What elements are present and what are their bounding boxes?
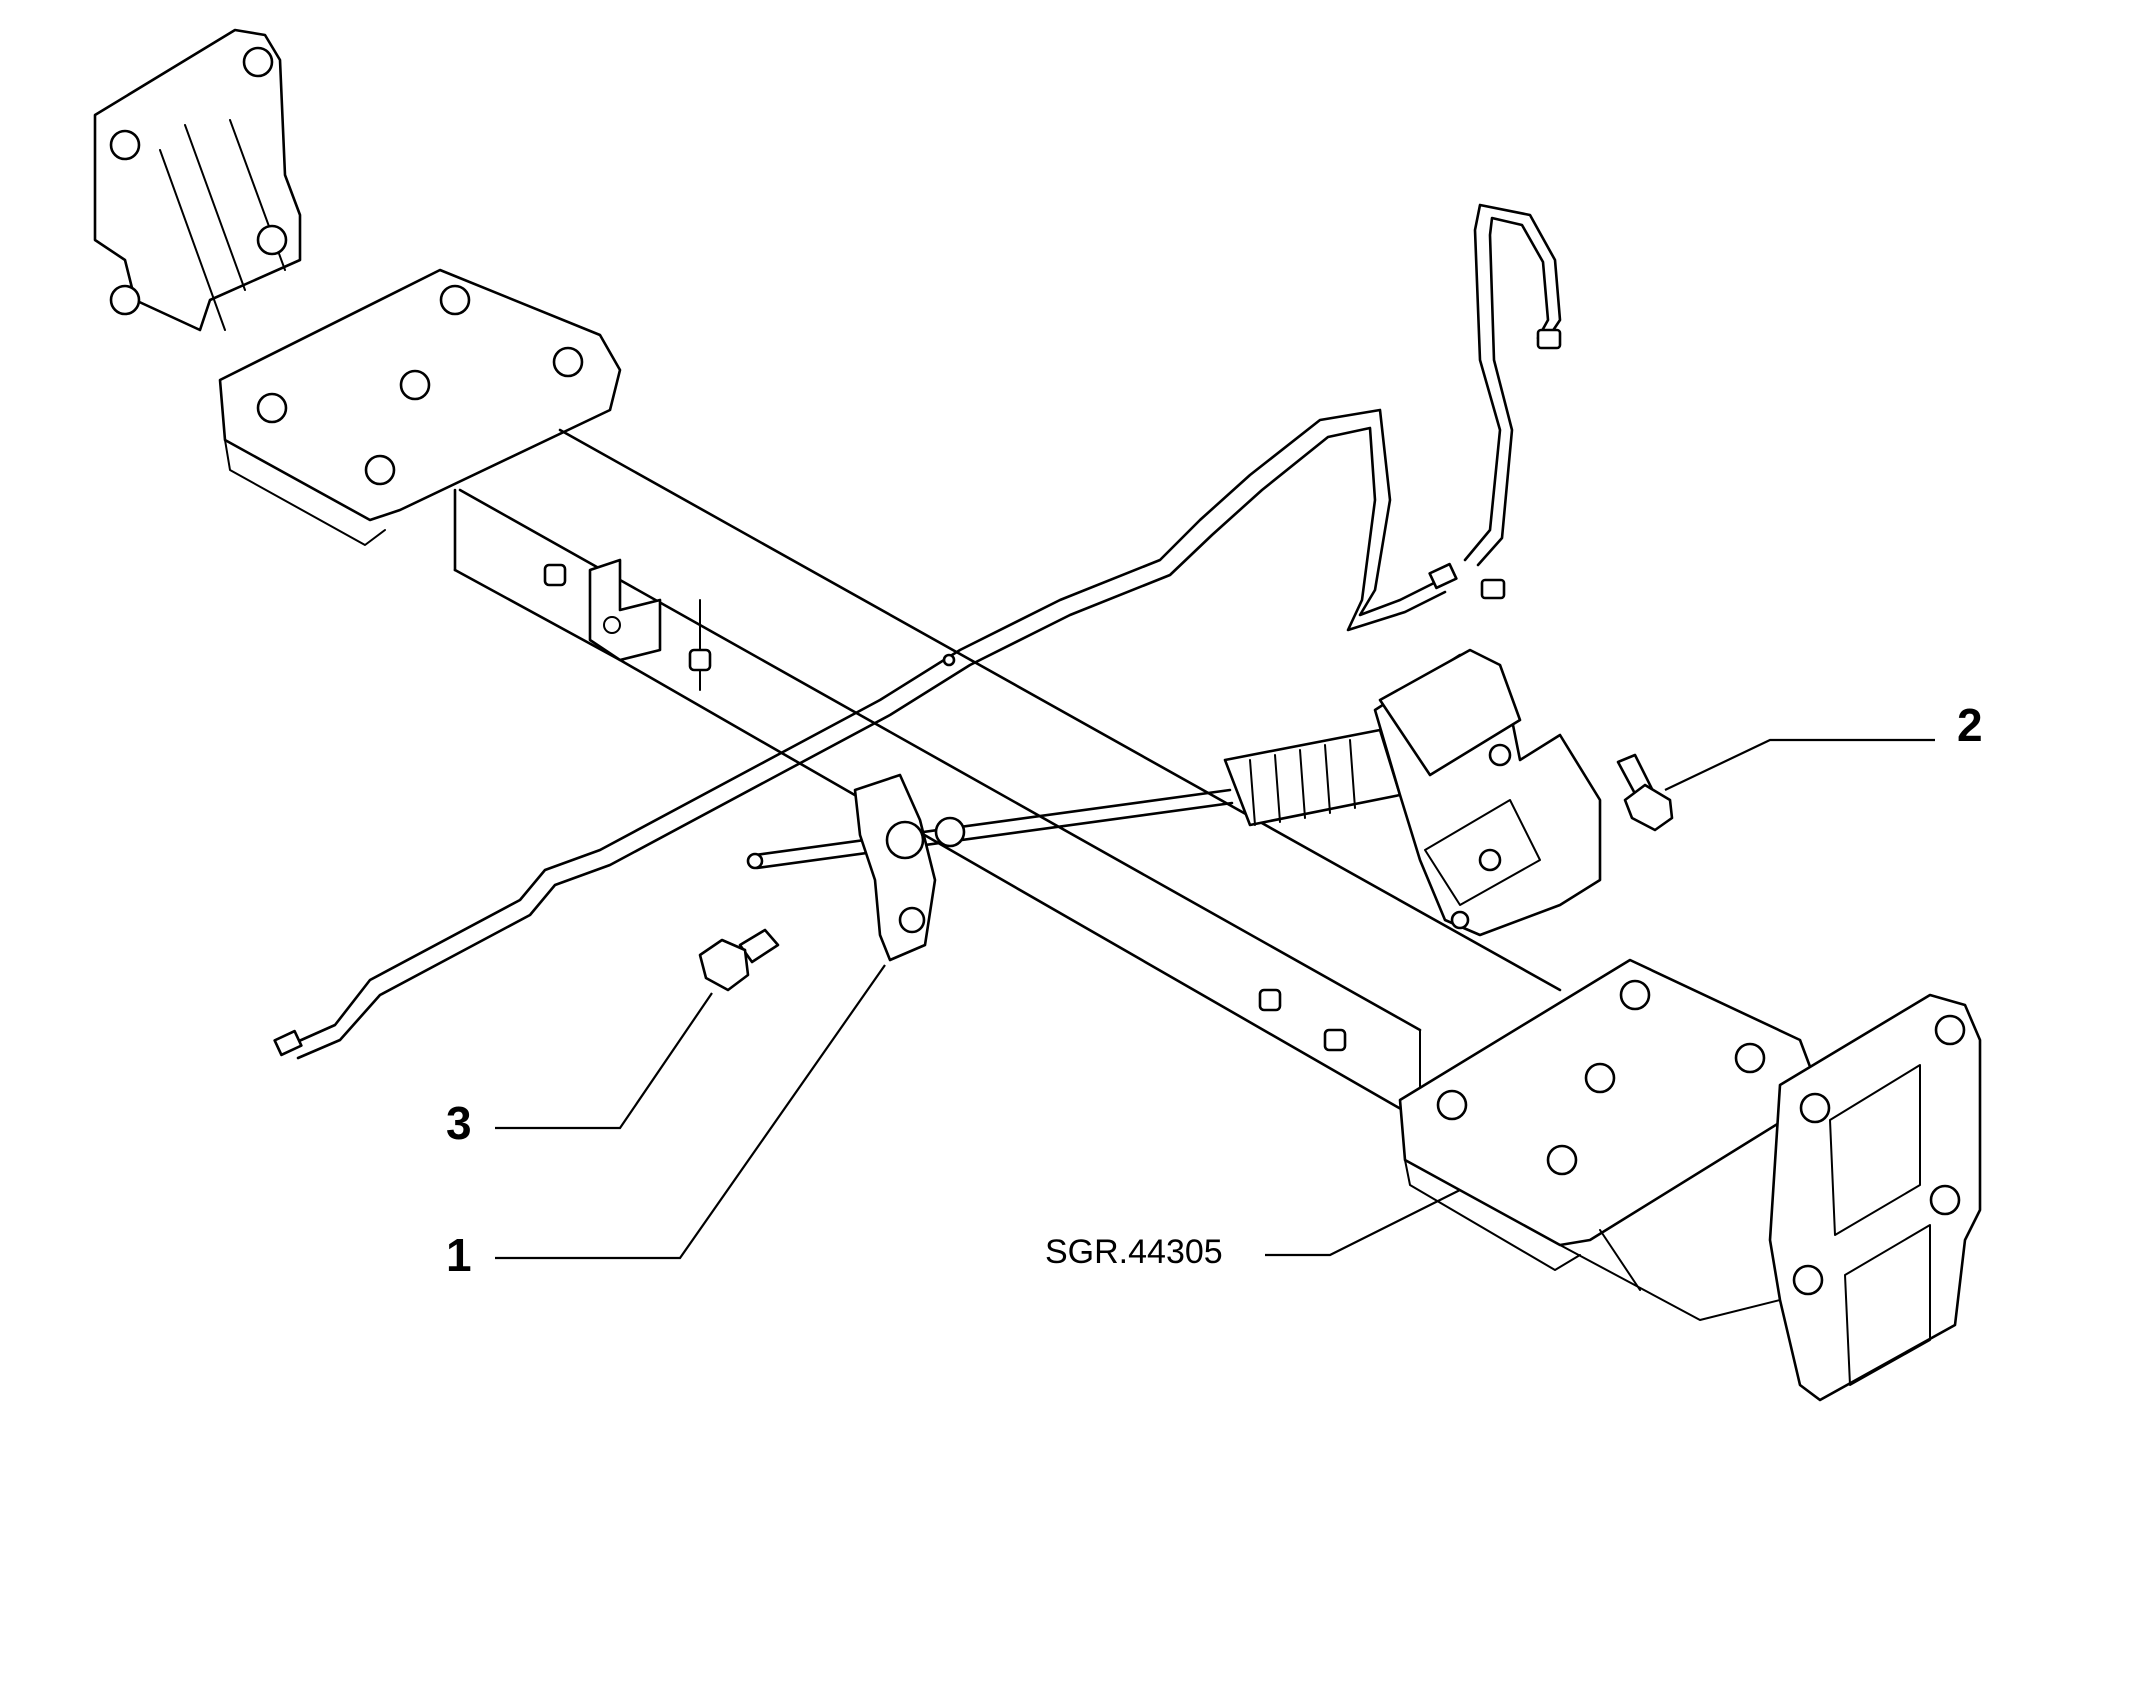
bolt-part-3 bbox=[698, 928, 780, 992]
brake-pipe-long bbox=[273, 408, 1458, 1060]
left-mounting-bracket bbox=[93, 28, 302, 332]
leader-line-3 bbox=[495, 992, 713, 1130]
leader-lines bbox=[495, 738, 1935, 1260]
right-mounting-bracket bbox=[1559, 993, 1982, 1402]
callout-3: 3 bbox=[446, 1097, 472, 1149]
right-mounting-plate bbox=[1398, 958, 1817, 1271]
sensor-linkage bbox=[746, 773, 1234, 962]
load-sensing-valve bbox=[1223, 648, 1602, 937]
drawing-reference-code: SGR.44305 bbox=[1045, 1233, 1223, 1271]
crossmember-beam bbox=[453, 428, 1562, 1122]
left-mounting-plate bbox=[218, 268, 622, 546]
leader-line-ref bbox=[1265, 1189, 1461, 1257]
callout-1: 1 bbox=[446, 1229, 472, 1281]
leader-line-2 bbox=[1664, 738, 1935, 791]
brake-pipe-short bbox=[1463, 203, 1562, 600]
callout-2: 2 bbox=[1957, 699, 1983, 751]
bolt-part-2 bbox=[1616, 753, 1674, 832]
leader-line-1 bbox=[495, 964, 886, 1260]
